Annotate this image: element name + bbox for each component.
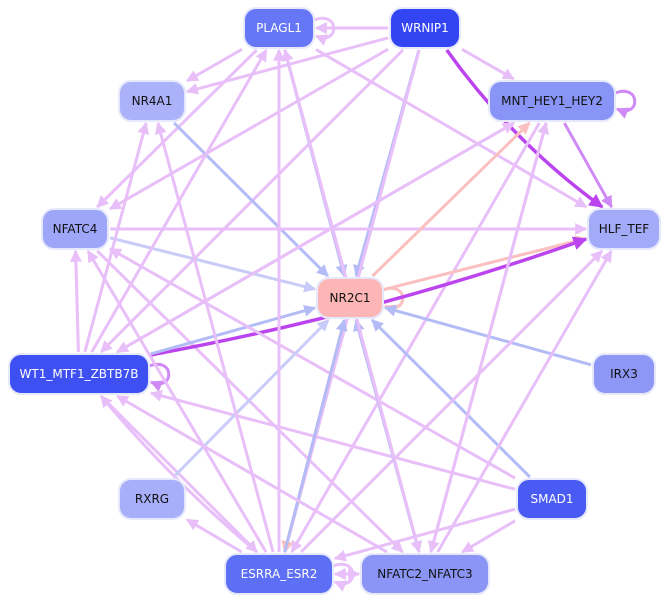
node-label: PLAGL1 (256, 21, 302, 35)
edge-mnt_hey1_hey2-to-esrra_esr2 (290, 122, 541, 554)
node-wt1-mtf1-zbtb7b[interactable]: WT1_MTF1_ZBTB7B (8, 353, 150, 395)
edge-esrra_esr2-to-hlf_tef (299, 249, 604, 554)
node-nfatc2-nfatc3[interactable]: NFATC2_NFATC3 (360, 553, 490, 595)
node-box[interactable] (243, 7, 315, 49)
edge-smad1-to-nr2c1 (371, 318, 531, 479)
node-label: RXRG (135, 492, 169, 506)
edge-nfatc2_nfatc3-to-wt1_mtf1_zbtb7b (116, 394, 388, 554)
node-nr2c1[interactable]: NR2C1 (316, 277, 384, 319)
edge-smad1-to-esrra_esr2 (333, 507, 516, 562)
node-box[interactable] (488, 80, 616, 122)
node-box[interactable] (316, 277, 384, 319)
node-rxrg[interactable]: RXRG (118, 478, 186, 520)
edge-wt1_mtf1_zbtb7b-to-nfatc4 (69, 249, 82, 353)
edge-plagl1-to-nfatc4 (96, 48, 258, 209)
node-label: HLF_TEF (599, 222, 650, 236)
node-label: MNT_HEY1_HEY2 (501, 94, 603, 108)
edge-nr4a1-to-nr2c1 (173, 121, 329, 278)
node-box[interactable] (118, 80, 186, 122)
edge-esrra_esr2-to-nfatc4 (86, 249, 268, 553)
node-label: WT1_MTF1_ZBTB7B (20, 367, 139, 381)
edge-nr2c1-to-hlf_tef (384, 235, 588, 291)
edge-esrra_esr2-to-nr2c1 (283, 318, 348, 553)
node-box[interactable] (360, 553, 490, 595)
node-label: ESRRA_ESR2 (241, 567, 318, 581)
node-box[interactable] (118, 478, 186, 520)
edge-esrra_esr2-to-wt1_mtf1_zbtb7b (99, 395, 258, 554)
node-label: NFATC4 (53, 222, 98, 236)
node-label: WRNIP1 (401, 21, 449, 35)
node-wrnip1[interactable]: WRNIP1 (389, 7, 461, 49)
edge-nr2c1-to-mnt_hey1_hey2 (371, 121, 531, 278)
node-label: IRX3 (610, 367, 638, 381)
node-nr4a1[interactable]: NR4A1 (118, 80, 186, 122)
edge-esrra_esr2-to-nr4a1 (154, 121, 275, 553)
edge-wrnip1-to-nfatc4 (108, 47, 389, 211)
node-nfatc4[interactable]: NFATC4 (41, 208, 109, 250)
node-box[interactable] (587, 208, 661, 250)
edge-plagl1-to-hlf_tef (315, 48, 588, 209)
node-label: NFATC2_NFATC3 (377, 567, 472, 581)
node-label: SMAD1 (530, 492, 573, 506)
node-box[interactable] (41, 208, 109, 250)
edge-wt1_mtf1_zbtb7b-to-mnt_hey1_hey2 (116, 121, 515, 354)
edge-mnt_hey1_hey2-to-hlf_tef (563, 122, 613, 209)
node-smad1[interactable]: SMAD1 (516, 478, 588, 520)
node-mnt-hey1-hey2[interactable]: MNT_HEY1_HEY2 (488, 80, 616, 122)
node-box[interactable] (389, 7, 461, 49)
edge-nfatc2_nfatc3-to-hlf_tef (436, 249, 613, 553)
node-esrra-esr2[interactable]: ESRRA_ESR2 (224, 553, 334, 595)
node-irx3[interactable]: IRX3 (592, 353, 656, 395)
edge-plagl1-to-nr4a1 (185, 47, 243, 83)
node-box[interactable] (8, 353, 150, 395)
node-label: NR2C1 (330, 291, 371, 305)
node-label: NR4A1 (132, 94, 173, 108)
node-hlf-tef[interactable]: HLF_TEF (587, 208, 661, 250)
edge-esrra_esr2-to-rxrg (185, 518, 243, 554)
node-box[interactable] (224, 553, 334, 595)
edge-wt1_mtf1_zbtb7b-to-nr2c1 (150, 304, 317, 356)
edge-wrnip1-to-mnt_hey1_hey2 (461, 47, 515, 81)
edge-nfatc2_nfatc3-to-mnt_hey1_hey2 (429, 121, 550, 553)
edge-wt1_mtf1_zbtb7b-to-esrra_esr2 (99, 394, 259, 554)
node-plagl1[interactable]: PLAGL1 (243, 7, 315, 49)
edge-wt1_mtf1_zbtb7b-to-nr4a1 (83, 121, 150, 353)
edge-smad1-to-wt1_mtf1_zbtb7b (149, 389, 516, 491)
edge-rxrg-to-nr2c1 (172, 318, 330, 479)
edge-nfatc4-to-nr2c1 (109, 236, 317, 293)
node-box[interactable] (592, 353, 656, 395)
edge-mnt_hey1_hey2-to-mnt_hey1_hey2 (614, 89, 637, 119)
node-box[interactable] (516, 478, 588, 520)
edge-smad1-to-nfatc4 (108, 247, 516, 480)
edge-smad1-to-nfatc2_nfatc3 (461, 519, 516, 554)
